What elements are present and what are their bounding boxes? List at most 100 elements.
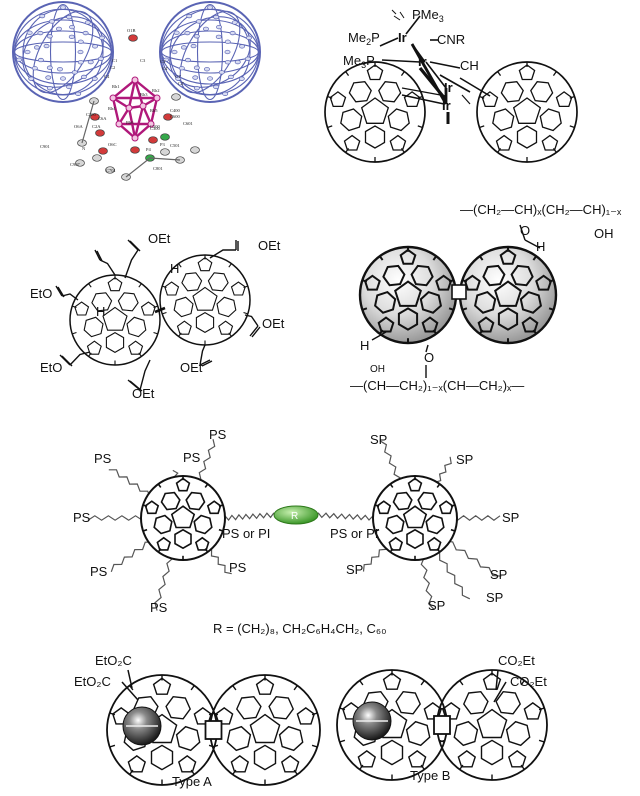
- cage-hexagon: [519, 290, 542, 314]
- cage-hexagon: [378, 81, 402, 103]
- cage-pentagon: [512, 97, 542, 124]
- iridium-complex-panel: PMe3 Me2P Me3P Ir Ir Ir Ir CNR CH: [324, 7, 578, 163]
- cage-bond: [204, 483, 209, 488]
- cage-pentagon: [255, 677, 275, 695]
- cage-pentagon: [249, 713, 281, 744]
- label-bottom-h: H: [360, 338, 369, 353]
- ortep-atom: [77, 60, 84, 65]
- carbonyl-bond: [57, 286, 65, 298]
- cage-hexagon: [492, 108, 515, 132]
- cage-bond: [72, 331, 77, 335]
- cage-left: [358, 245, 458, 345]
- cage-hexagon: [348, 81, 372, 103]
- ortep-atom: [213, 84, 220, 90]
- polymer-arm: [317, 512, 374, 521]
- cage-pentagon: [164, 281, 180, 296]
- cage-bond: [552, 148, 557, 153]
- cage-hexagon: [474, 290, 497, 314]
- cage-bond: [339, 707, 346, 711]
- ortep-cage-outline: [159, 1, 261, 103]
- atom-label: C6A: [98, 116, 107, 121]
- ir-bond: [393, 15, 401, 21]
- ortep-atom: [171, 49, 178, 55]
- star-cage-right: [372, 475, 458, 561]
- atom-label: O6A: [74, 124, 83, 129]
- atom-label: C3': [160, 59, 166, 64]
- cage-hexagon: [425, 514, 445, 535]
- ortep-atom: [60, 5, 66, 10]
- label-linker-right: PS or PI: [330, 526, 378, 541]
- ester-bond: [61, 293, 79, 301]
- cage-outline: [69, 274, 161, 366]
- label-bottom-o: O: [424, 350, 434, 365]
- arm-label-sp: SP: [346, 562, 363, 577]
- cage-pentagon: [407, 477, 423, 492]
- ir-bond: [399, 11, 405, 19]
- label-linker-left: PS or PI: [222, 526, 270, 541]
- cage-bond: [129, 769, 134, 775]
- cage-bond: [462, 279, 468, 283]
- cage-bond: [374, 528, 380, 532]
- inter-cage-bond: [154, 306, 166, 314]
- ir-bond: [439, 74, 471, 93]
- cage-hexagon: [380, 739, 404, 766]
- carbon-atom: [92, 154, 102, 162]
- atom-label: C907: [70, 162, 81, 167]
- label-type-a: Type A: [172, 774, 212, 789]
- cage-pentagon: [435, 274, 453, 291]
- arm-label-ps: PS: [73, 510, 91, 525]
- cage-pentagon: [521, 316, 539, 333]
- ortep-atom: [45, 75, 52, 80]
- ortep-atom: [186, 13, 193, 19]
- cage-pentagon: [555, 91, 573, 108]
- carbonyl-bond: [129, 240, 141, 252]
- cage-bond: [109, 712, 116, 716]
- cage-bond: [162, 285, 167, 289]
- cage-pentagon: [523, 702, 543, 720]
- cage-hexagon: [374, 290, 397, 314]
- cage-hexagon: [216, 296, 237, 318]
- cage-bond: [109, 744, 116, 748]
- arm-label-ps: PS: [209, 427, 227, 442]
- cage-bond: [432, 255, 438, 261]
- cage-hexagon: [160, 491, 181, 511]
- label-b-ester-2: CO₂Et: [510, 674, 547, 689]
- carbon-atom: [75, 159, 85, 167]
- ligand-bond: [81, 100, 95, 144]
- cage-pentagon: [152, 677, 172, 695]
- cage-bond: [478, 329, 484, 335]
- label-type-b: Type B: [410, 768, 450, 783]
- atom-label: C4: [104, 74, 110, 79]
- rh-atom: [147, 120, 155, 128]
- ir-cluster-bonds: [379, 9, 491, 124]
- malonate-bond: [495, 669, 499, 691]
- ortep-atom: [99, 35, 105, 40]
- ortep-atom: [46, 34, 53, 39]
- cage-pentagon: [476, 708, 508, 739]
- cage-bond: [462, 307, 468, 311]
- ortep-atom: [39, 13, 46, 19]
- cage-bond: [417, 125, 423, 129]
- atom-label: Rh1: [112, 84, 120, 89]
- r-definition: R = (CH₂)₈, CH₂C₆H₄CH₂, C₆₀: [213, 621, 387, 636]
- cage-pentagon: [176, 320, 192, 335]
- cage-bond: [142, 504, 148, 508]
- label-ir-1: Ir: [398, 30, 407, 45]
- cage-bond: [232, 685, 237, 691]
- cage-bond: [138, 283, 142, 288]
- ortep-atom: [193, 86, 200, 91]
- cage-hexagon: [500, 81, 524, 103]
- label-ir-3: Ir: [444, 80, 453, 95]
- ortep-atom: [57, 67, 63, 72]
- ortep-atom: [55, 26, 62, 32]
- cage-bond: [345, 148, 350, 153]
- cage-bond: [311, 744, 318, 748]
- ester-bond: [209, 249, 236, 259]
- cyclobutane-ring: [451, 284, 467, 300]
- label-cnr: CNR: [437, 32, 465, 47]
- cage-hexagon: [505, 720, 531, 747]
- atom-label: C1': [175, 74, 181, 79]
- ester-dimer-panel: OEt OEt EtO EtO OEt OEt OEt H H: [30, 231, 285, 401]
- cage-pentagon: [127, 755, 147, 773]
